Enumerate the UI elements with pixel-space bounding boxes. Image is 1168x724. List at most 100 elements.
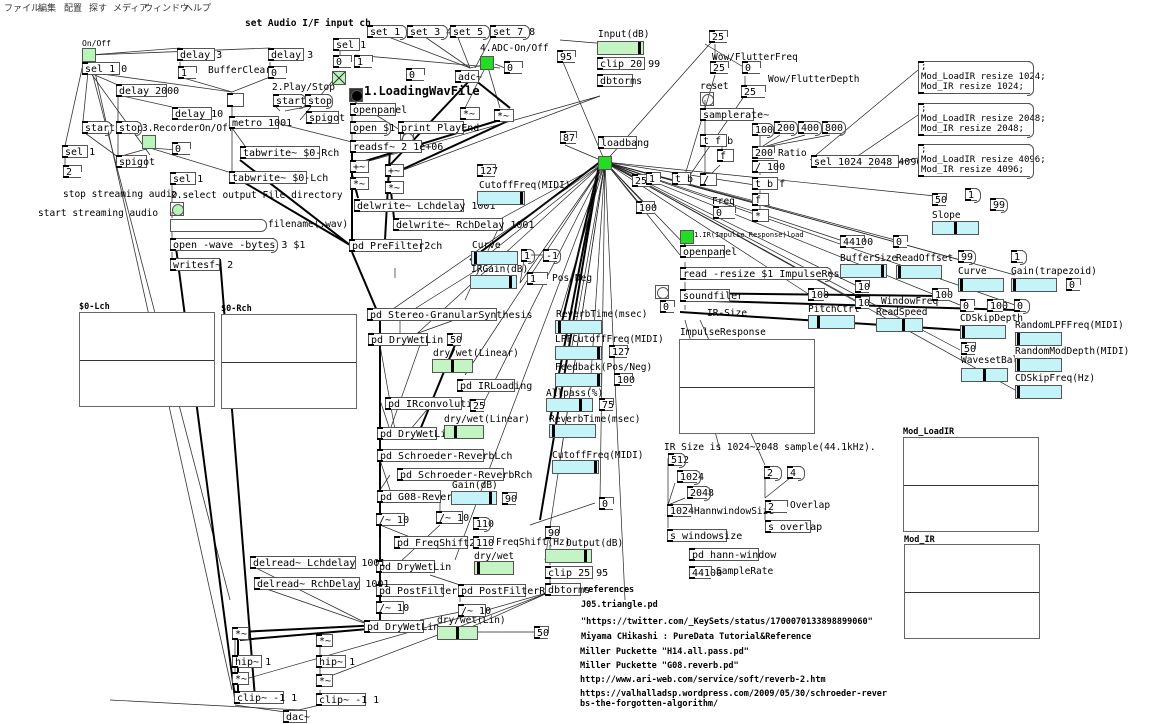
drywet-slider[interactable] — [474, 561, 514, 575]
slider-knob[interactable] — [584, 550, 587, 562]
reverb-time2-slider[interactable] — [549, 424, 596, 438]
mul-out-r-object[interactable]: *~ — [316, 634, 333, 647]
pd-schroeder-r-object[interactable]: pd Schroeder-ReverbRch — [397, 468, 532, 481]
dbtorms-output-object[interactable]: dbtorms — [545, 583, 590, 596]
drywet-linear-slider[interactable] — [432, 359, 473, 373]
drywet-lin-slider[interactable] — [437, 626, 478, 640]
cutoff-midi-slider[interactable] — [477, 191, 525, 205]
cutoff-midi2-slider[interactable] — [552, 460, 599, 474]
divide-100-object[interactable]: / 100 — [752, 160, 785, 173]
output-90-number[interactable]: 90 — [545, 526, 560, 539]
multiply-object[interactable]: * — [752, 209, 769, 222]
t-b-object[interactable]: t b — [672, 172, 693, 185]
gain-trap-0-number[interactable]: 0 — [1066, 278, 1081, 291]
input-db-number[interactable]: 95 — [557, 50, 576, 63]
onoff-toggle[interactable] — [82, 48, 96, 62]
slider-knob[interactable] — [898, 266, 901, 278]
slider-knob[interactable] — [489, 492, 492, 504]
impulse-response-array[interactable] — [679, 339, 815, 434]
mul-out-r2-object[interactable]: *~ — [316, 674, 333, 687]
pos-1-message[interactable]: 1 — [521, 249, 535, 264]
slider-knob[interactable] — [1013, 279, 1016, 291]
pitch-100-number[interactable]: 100 — [808, 288, 829, 301]
drywet-25-number[interactable]: 25 — [470, 399, 485, 412]
ratio-400-message[interactable]: 400 — [798, 121, 822, 136]
cd-skip-depth-slider[interactable] — [960, 325, 1006, 339]
spigot-play-object[interactable]: spigot — [306, 111, 345, 124]
freqshift-110-message[interactable]: 110 — [473, 517, 494, 532]
slider-knob[interactable] — [474, 252, 477, 264]
samplerate-object[interactable]: samplerate~ — [700, 108, 769, 121]
delread-rch-object[interactable]: delread~ RchDelay 1001 — [254, 577, 389, 590]
menu-help[interactable]: ヘルプ — [184, 4, 212, 14]
reverb-time-slider[interactable] — [555, 320, 602, 334]
open-wave-message[interactable]: open -wave -bytes 3 $1 — [170, 238, 305, 253]
allpass-slider[interactable] — [546, 398, 593, 412]
pd-postfilter-l-object[interactable]: pd PostFilterL — [376, 584, 463, 597]
overlap-number[interactable]: 2 — [765, 500, 788, 513]
readsf-0-number[interactable]: 0 — [406, 68, 425, 81]
misc-1-number[interactable]: 1 — [646, 172, 661, 185]
resize-1024-message[interactable]: ; Mod_LoadIR resize 1024; Mod_IR resize … — [918, 61, 1046, 96]
read-offset-slider[interactable] — [896, 265, 942, 279]
t-b-f-object[interactable]: t b f — [752, 177, 785, 190]
ratio-100-message[interactable]: 100 — [752, 123, 774, 138]
size-512-message[interactable]: 512 — [668, 453, 689, 468]
lch-array[interactable] — [79, 312, 215, 407]
pitch-ctrl-slider[interactable] — [808, 315, 855, 329]
openpanel-wav-object[interactable]: openpanel — [350, 103, 407, 116]
filename-symbol-box[interactable] — [170, 219, 267, 232]
gain-trap-slider[interactable] — [1011, 278, 1057, 292]
read-offset-number[interactable]: 0 — [893, 235, 908, 248]
start-rec-message[interactable]: start — [82, 121, 115, 136]
preset-25-number[interactable]: 25 — [632, 174, 651, 187]
delread-lch-object[interactable]: delread~ Lchdelay 1001 — [250, 556, 385, 569]
clip-20-99-object[interactable]: clip 20 99 — [597, 57, 660, 70]
set-7-8-message[interactable]: set 7 8 — [490, 25, 535, 40]
writesf-object[interactable]: writesf~ 2 — [170, 258, 233, 271]
ratio-200-message[interactable]: 200 — [774, 121, 798, 136]
reset-bang[interactable] — [700, 92, 714, 106]
pd-prefilter-object[interactable]: pd PreFilter2ch — [349, 239, 442, 252]
slider-knob[interactable] — [477, 562, 480, 574]
slope-99-message[interactable]: 99 — [990, 198, 1008, 213]
div-10-d-object[interactable]: /~ 10 — [458, 604, 491, 617]
slider-knob[interactable] — [1017, 333, 1020, 345]
lpf-127-number[interactable]: 127 — [609, 345, 630, 358]
skip-depth-0-number[interactable]: 0 — [960, 299, 975, 312]
waveset-slider[interactable] — [961, 368, 1008, 382]
feedback-100-number[interactable]: 100 — [614, 373, 635, 386]
open-wav-message[interactable]: open $1 — [350, 121, 395, 136]
set-5-6-message[interactable]: set 5 6 — [450, 25, 495, 40]
ir-load-bang[interactable] — [680, 230, 694, 244]
resize-4096-message[interactable]: ; Mod_LoadIR resize 4096; Mod_IR resize … — [918, 144, 1046, 179]
window-10b-number[interactable]: 10 — [855, 296, 870, 309]
slider-knob[interactable] — [960, 279, 963, 291]
hip-r-object[interactable]: hip~ 1 — [316, 655, 355, 668]
mod-loadir-array[interactable] — [903, 437, 1039, 532]
mul-adc-l-object[interactable]: *~ — [460, 107, 480, 120]
buffer-size-slider[interactable] — [840, 264, 887, 278]
slider-knob[interactable] — [881, 265, 884, 277]
set-3-4-message[interactable]: set 3 4 — [407, 25, 452, 40]
curve-99-message[interactable]: 99 — [958, 250, 976, 265]
size-2048-message[interactable]: 2048 — [687, 486, 714, 501]
dac-object[interactable]: dac~ — [283, 710, 310, 723]
pd-hann-window-object[interactable]: pd hann-window — [689, 548, 776, 561]
adc-object[interactable]: adc~ — [455, 70, 482, 83]
pd-irloading-object[interactable]: pd IRLoading — [457, 379, 532, 392]
openpanel-ir-object[interactable]: openpanel — [680, 245, 737, 258]
add-r-object[interactable]: +~ — [385, 164, 404, 177]
slider-knob[interactable] — [456, 627, 459, 639]
preset-100-number[interactable]: 100 — [636, 201, 657, 214]
delay-3b-object[interactable]: delay 3 — [268, 48, 313, 61]
slider-knob[interactable] — [1017, 386, 1020, 398]
menu-media[interactable]: メディア — [113, 4, 149, 14]
slope-1-message[interactable]: 1 — [965, 188, 981, 203]
metro-object[interactable]: metro 1001 — [229, 116, 292, 129]
div-10-c-object[interactable]: /~ 10 — [376, 601, 409, 614]
s-windowsize-object[interactable]: s windowsize — [667, 529, 742, 542]
feedback-slider[interactable] — [555, 373, 602, 387]
pd-schroeder-l-object[interactable]: pd Schroeder-ReverbLch — [377, 449, 512, 462]
allpass-75-number[interactable]: 75 — [599, 398, 614, 411]
